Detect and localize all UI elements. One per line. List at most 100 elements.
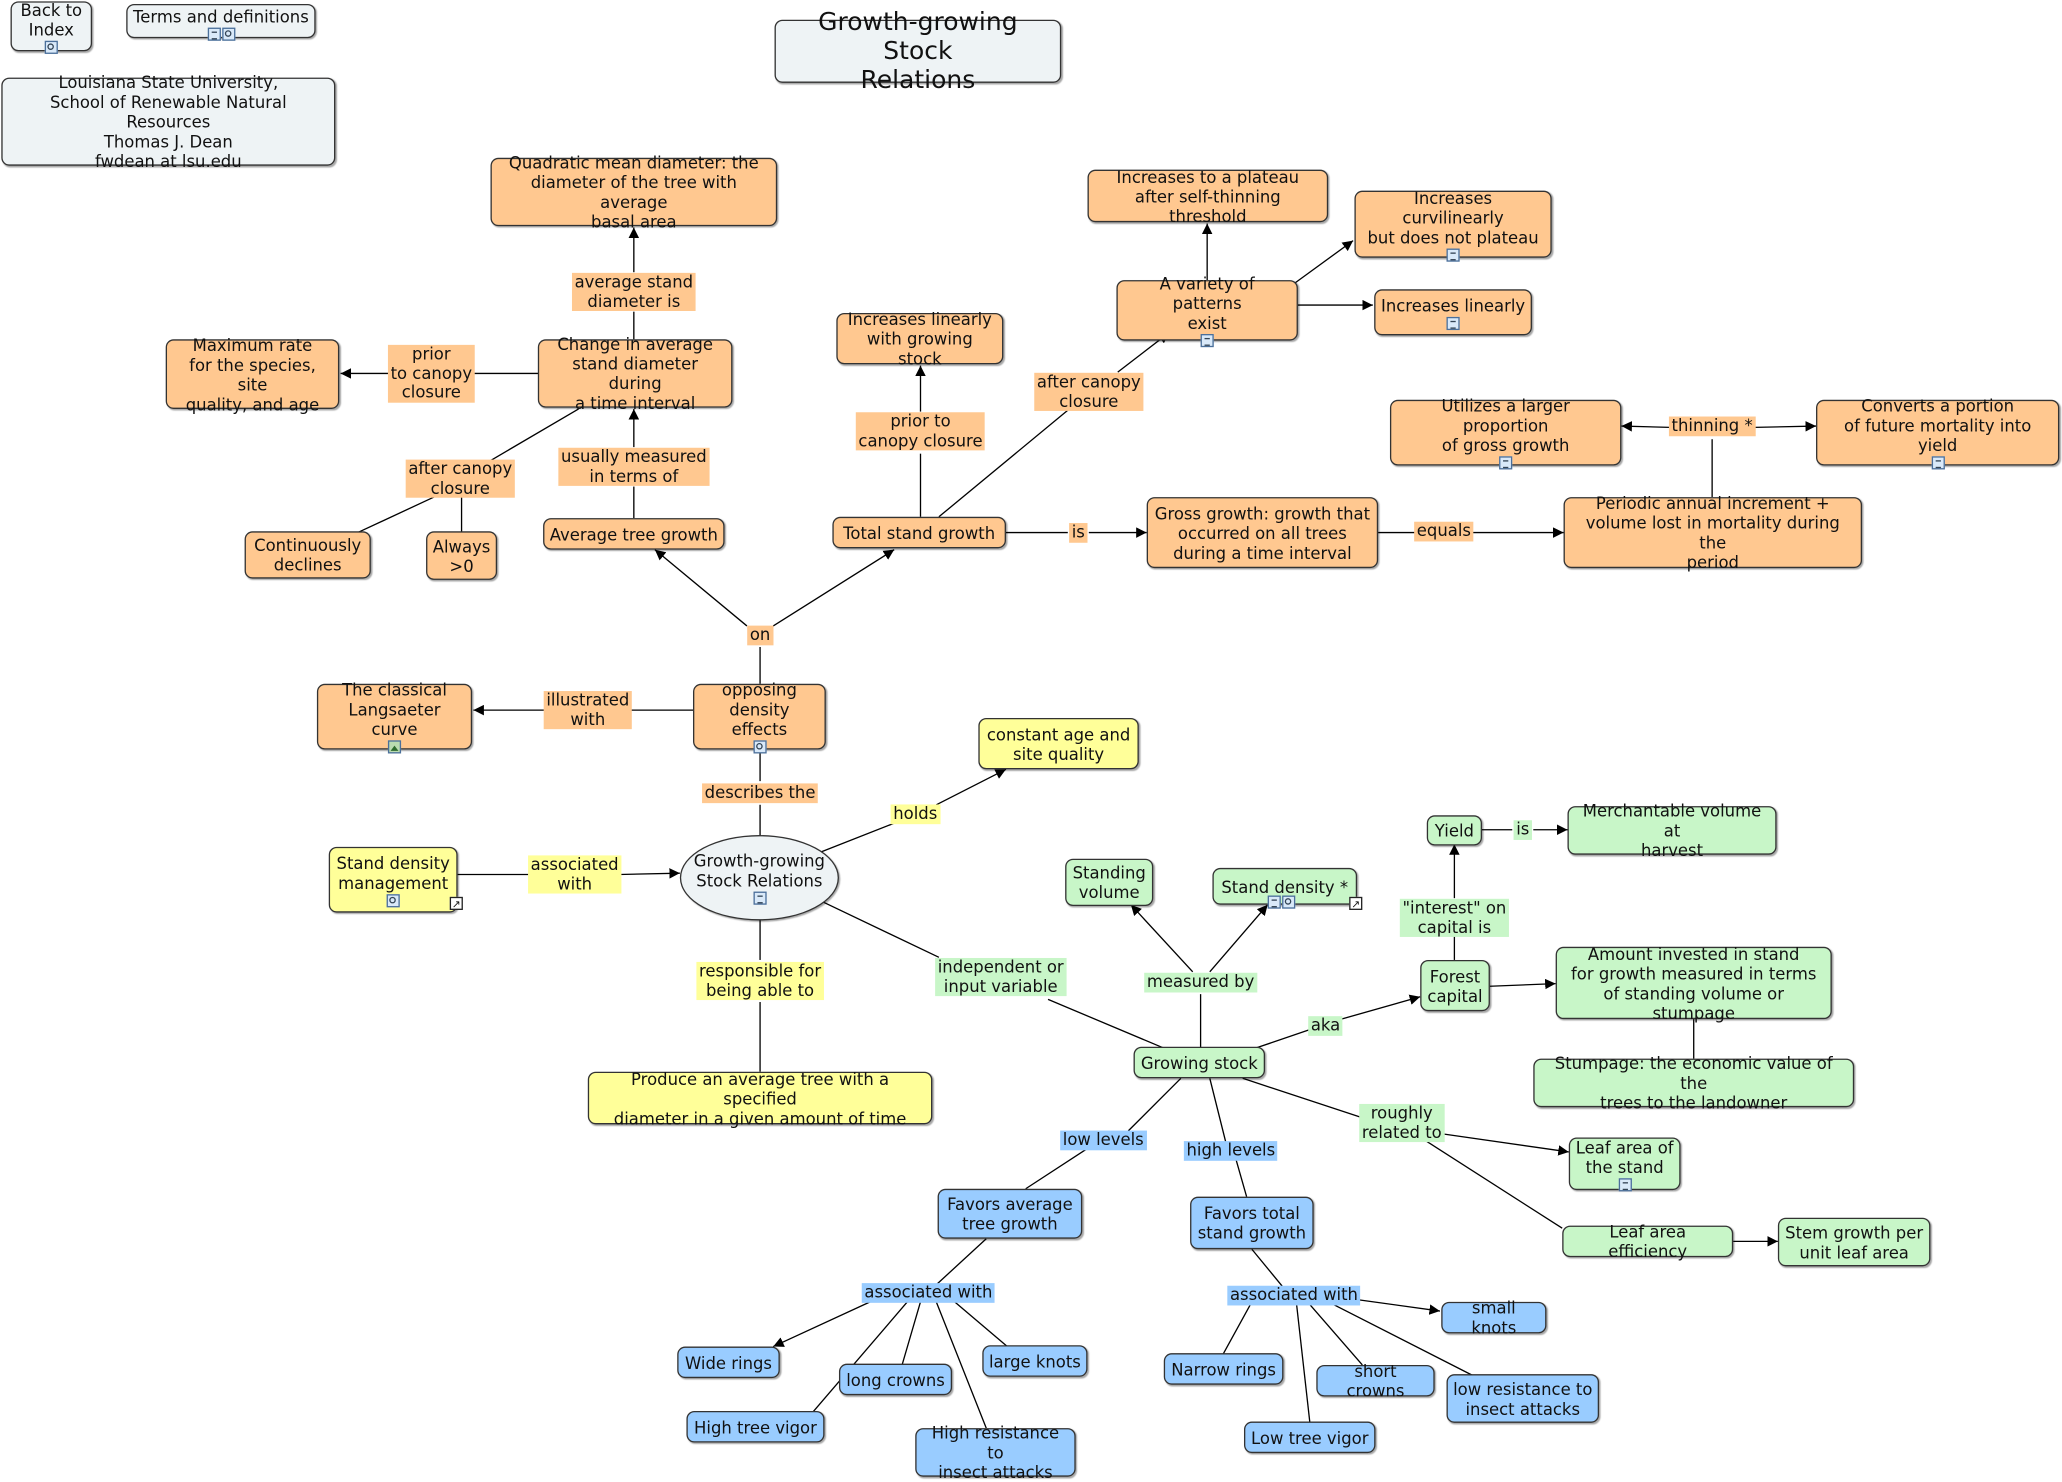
image-icon[interactable] [387, 740, 402, 754]
concept-gross-growth[interactable]: Gross growth: growth that occurred on al… [1146, 497, 1379, 569]
link-high-levels: high levels [1183, 1140, 1278, 1161]
cmap-icon[interactable] [1282, 895, 1296, 909]
concept-low-tree-vigor[interactable]: Low tree vigor [1243, 1421, 1376, 1454]
concept-growing-stock[interactable]: Growing stock [1133, 1046, 1266, 1079]
link-is: is [1069, 522, 1088, 543]
concept-larger-proportion[interactable]: Utilizes a larger proportion of gross gr… [1389, 396, 1622, 470]
link-holds: holds [890, 804, 940, 824]
concept-converts-mortality[interactable]: Converts a portion of future mortality i… [1816, 396, 2060, 470]
external-link-icon[interactable]: ↗ [449, 896, 463, 910]
concept-label: Produce an average tree with a specified… [613, 1068, 907, 1128]
concept-stand-density-management[interactable]: Stand density management [328, 846, 458, 913]
concept-label: Growth-growing Stock Relations [693, 850, 825, 891]
concept-low-resistance[interactable]: low resistance to insect attacks [1446, 1374, 1600, 1423]
concept-always-gt0[interactable]: Always >0 [426, 531, 498, 580]
concept-high-resistance[interactable]: High resistance to insect attacks [915, 1423, 1076, 1482]
page-title: Growth-growing Stock Relations [774, 8, 1062, 95]
concept-increases-linearly-gs[interactable]: Increases linearly with growing stock [836, 309, 1004, 368]
concept-favors-total[interactable]: Favors total stand growth [1190, 1196, 1314, 1250]
concept-favors-average[interactable]: Favors average tree growth [937, 1188, 1083, 1239]
concept-label: long crowns [846, 1369, 945, 1390]
concept-growth-growing-stock[interactable]: Growth-growing Stock Relations [679, 835, 839, 921]
concept-standing-volume[interactable]: Standing volume [1065, 858, 1154, 907]
terms-definitions-button[interactable]: Terms and definitions [126, 3, 316, 41]
concept-narrow-rings[interactable]: Narrow rings [1163, 1353, 1284, 1385]
concept-label: Utilizes a larger proportion of gross gr… [1441, 395, 1570, 455]
cmap-icon[interactable] [752, 740, 766, 754]
concept-opposing-density[interactable]: opposing density effects [693, 680, 826, 754]
link-independent-variable: independent or input variable [935, 957, 1067, 997]
concept-label: Continuously declines [254, 535, 362, 575]
concept-stumpage[interactable]: Stumpage: the economic value of the tree… [1533, 1053, 1855, 1112]
author-box: Louisiana State University, School of Re… [1, 72, 336, 171]
link-aka: aka [1308, 1015, 1343, 1036]
concept-variety-patterns[interactable]: A variety of patterns exist [1116, 274, 1298, 348]
concept-total-stand-growth[interactable]: Total stand growth [832, 516, 1006, 549]
concept-label: Favors total stand growth [1197, 1203, 1307, 1243]
concept-label: Growing stock [1140, 1052, 1258, 1073]
concept-pai[interactable]: Periodic annual increment + volume lost … [1563, 493, 1863, 572]
concept-increases-linearly[interactable]: Increases linearly [1374, 289, 1532, 336]
concept-label: large knots [988, 1351, 1081, 1371]
document-icon[interactable] [207, 27, 221, 41]
concept-plateau[interactable]: Increases to a plateau after self-thinni… [1087, 166, 1329, 226]
document-icon[interactable] [1931, 456, 1945, 470]
link-thinning: thinning * [1668, 416, 1756, 436]
concept-langsaeter-curve[interactable]: The classical Langsaeter curve [316, 680, 473, 754]
link-associated-with: associated with [528, 854, 622, 894]
concept-label: Low tree vigor [1251, 1427, 1369, 1448]
cmap-icon[interactable] [386, 893, 400, 907]
concept-label: Quadratic mean diameter: the diameter of… [508, 152, 759, 232]
concept-stem-growth[interactable]: Stem growth per unit leaf area [1777, 1217, 1931, 1267]
concept-forest-capital[interactable]: Forest capital [1420, 959, 1490, 1012]
concept-label: A variety of patterns exist [1159, 273, 1255, 333]
concept-constant-age[interactable]: constant age and site quality [978, 717, 1139, 770]
document-icon[interactable] [1200, 334, 1214, 348]
concept-produce-average-tree[interactable]: Produce an average tree with a specified… [587, 1068, 933, 1128]
document-icon[interactable] [1267, 895, 1281, 909]
concept-continuously-declines[interactable]: Continuously declines [244, 531, 371, 579]
document-icon[interactable] [1499, 456, 1513, 470]
document-icon[interactable] [1446, 247, 1460, 262]
concept-leaf-area-efficiency[interactable]: Leaf area efficiency [1562, 1222, 1734, 1261]
cmap-icon[interactable] [221, 27, 235, 41]
cmap-icon[interactable] [44, 40, 58, 54]
concept-average-tree-growth[interactable]: Average tree growth [543, 518, 725, 550]
concept-label: Stand density * [1221, 876, 1349, 897]
document-icon[interactable] [1446, 316, 1460, 330]
concept-label: Increases curvilinearly but does not pla… [1367, 187, 1539, 247]
author-text: Louisiana State University, School of Re… [49, 72, 287, 171]
concept-label: High tree vigor [694, 1416, 817, 1437]
concept-short-crowns[interactable]: short crowns [1316, 1361, 1435, 1400]
concept-merchantable-volume[interactable]: Merchantable volume at harvest [1567, 801, 1777, 860]
concept-label: constant age and site quality [986, 723, 1131, 764]
concept-large-knots[interactable]: large knots [982, 1345, 1088, 1377]
document-icon[interactable] [752, 891, 766, 905]
title-text: Growth-growing Stock Relations [818, 7, 1018, 95]
concept-label: Narrow rings [1171, 1359, 1276, 1379]
concept-label: Leaf area efficiency [1608, 1221, 1688, 1262]
concept-yield[interactable]: Yield [1426, 815, 1483, 846]
concept-curvilinear[interactable]: Increases curvilinearly but does not pla… [1354, 187, 1552, 262]
concept-wide-rings[interactable]: Wide rings [677, 1346, 780, 1379]
concept-max-rate[interactable]: Maximum rate for the species, site quali… [165, 335, 340, 414]
concept-label: Gross growth: growth that occurred on al… [1154, 502, 1371, 563]
back-to-index-button[interactable]: Back to Index [10, 0, 93, 54]
concept-stand-density[interactable]: Stand density * [1212, 867, 1358, 905]
concept-label: Periodic annual increment + volume lost … [1585, 493, 1840, 573]
concept-amount-invested[interactable]: Amount invested in stand for growth meas… [1555, 944, 1832, 1022]
concept-small-knots[interactable]: small knots [1441, 1298, 1547, 1337]
concept-leaf-area[interactable]: Leaf area of the stand [1568, 1137, 1681, 1191]
back-to-index-label: Back to Index [20, 0, 83, 39]
concept-high-tree-vigor[interactable]: High tree vigor [686, 1410, 825, 1443]
link-after-canopy-closure: after canopy closure [405, 459, 515, 498]
link-interest-on-capital: "interest" on capital is [1399, 898, 1509, 937]
document-icon[interactable] [1618, 1177, 1632, 1191]
external-link-icon[interactable]: ↗ [1349, 896, 1363, 910]
concept-long-crowns[interactable]: long crowns [838, 1363, 953, 1396]
link-prior-canopy-closure: prior to canopy closure [855, 411, 986, 451]
concept-quadratic-mean[interactable]: Quadratic mean diameter: the diameter of… [490, 153, 778, 231]
link-responsible-for: responsible for being able to [696, 961, 824, 1001]
concept-change-avg-diameter[interactable]: Change in average stand diameter during … [537, 334, 733, 413]
concept-label: Stumpage: the economic value of the tree… [1554, 1053, 1833, 1113]
